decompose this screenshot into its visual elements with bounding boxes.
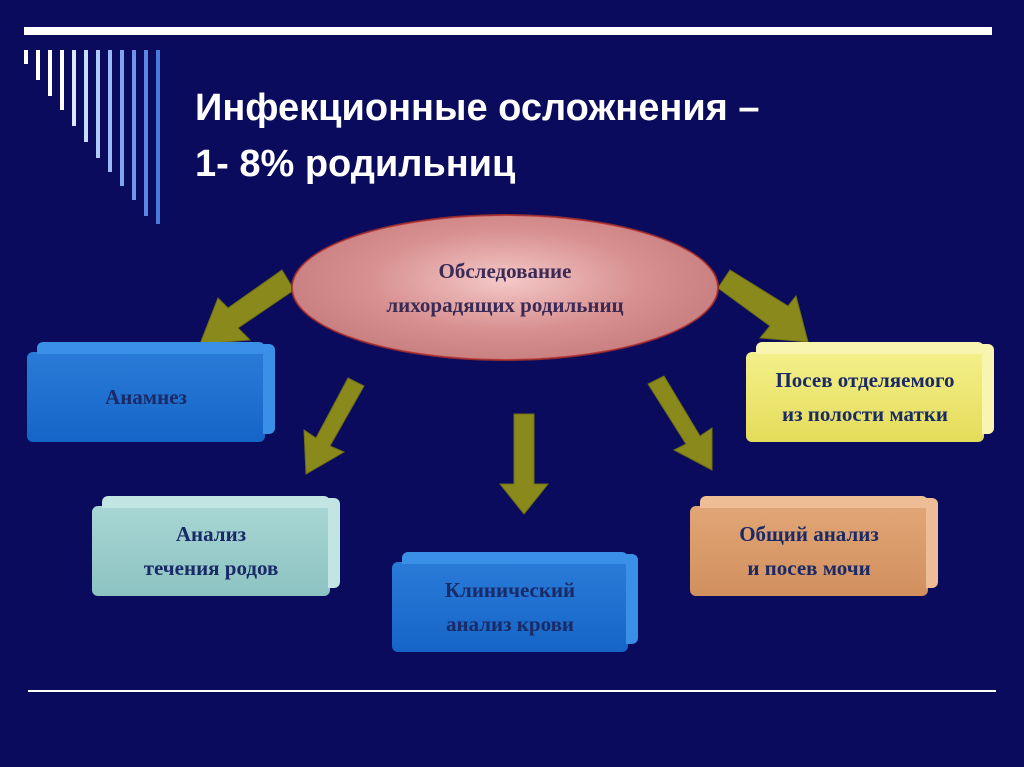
box-blood-analysis: Клинический анализ крови xyxy=(392,552,638,652)
box-urine-line-2: и посев мочи xyxy=(747,556,871,580)
box-bevel xyxy=(102,496,330,508)
box-urine-line-1: Общий анализ xyxy=(739,522,879,546)
box-bevel xyxy=(626,554,638,644)
box-urine-analysis: Общий анализ и посев мочи xyxy=(690,496,938,596)
top-rule xyxy=(24,27,992,35)
box-bevel xyxy=(700,496,928,508)
arrow-to-urine xyxy=(647,375,713,471)
box-uterine-culture: Посев отделяемого из полости матки xyxy=(746,342,994,442)
box-uterine-line-1: Посев отделяемого xyxy=(775,368,955,392)
box-labor-analysis: Анализ течения родов xyxy=(92,496,340,596)
box-blood-line-1: Клинический xyxy=(444,578,576,602)
box-bevel xyxy=(37,342,265,354)
box-blood-line-2: анализ крови xyxy=(445,612,575,636)
arrow-to-blood xyxy=(498,413,550,515)
slide-title: Инфекционные осложнения – 1- 8% родильни… xyxy=(195,80,955,192)
arrow-to-uterine xyxy=(717,269,809,343)
box-bevel xyxy=(263,344,275,434)
box-labor-line-1: Анализ xyxy=(175,522,247,546)
title-line-2: 1- 8% родильниц xyxy=(195,143,516,185)
box-anamnesis: Анамнез xyxy=(27,342,275,442)
box-labor-line-2: течения родов xyxy=(143,556,279,580)
center-line-1: Обследование xyxy=(438,258,572,283)
title-line-1: Инфекционные осложнения – xyxy=(195,87,760,129)
box-bevel xyxy=(328,498,340,588)
arrow-to-anamnesis xyxy=(199,269,295,345)
box-bevel xyxy=(926,498,938,588)
box-anamnesis-line-1: Анамнез xyxy=(105,385,187,409)
box-bevel xyxy=(402,552,628,564)
box-uterine-line-2: из полости матки xyxy=(781,402,948,426)
arrow-to-labor xyxy=(303,377,365,475)
center-line-2: лихорадящих родильниц xyxy=(386,292,624,317)
center-ellipse: Обследование лихорадящих родильниц xyxy=(292,215,718,360)
box-bevel xyxy=(756,342,984,354)
box-bevel xyxy=(982,344,994,434)
bottom-rule xyxy=(28,690,996,692)
